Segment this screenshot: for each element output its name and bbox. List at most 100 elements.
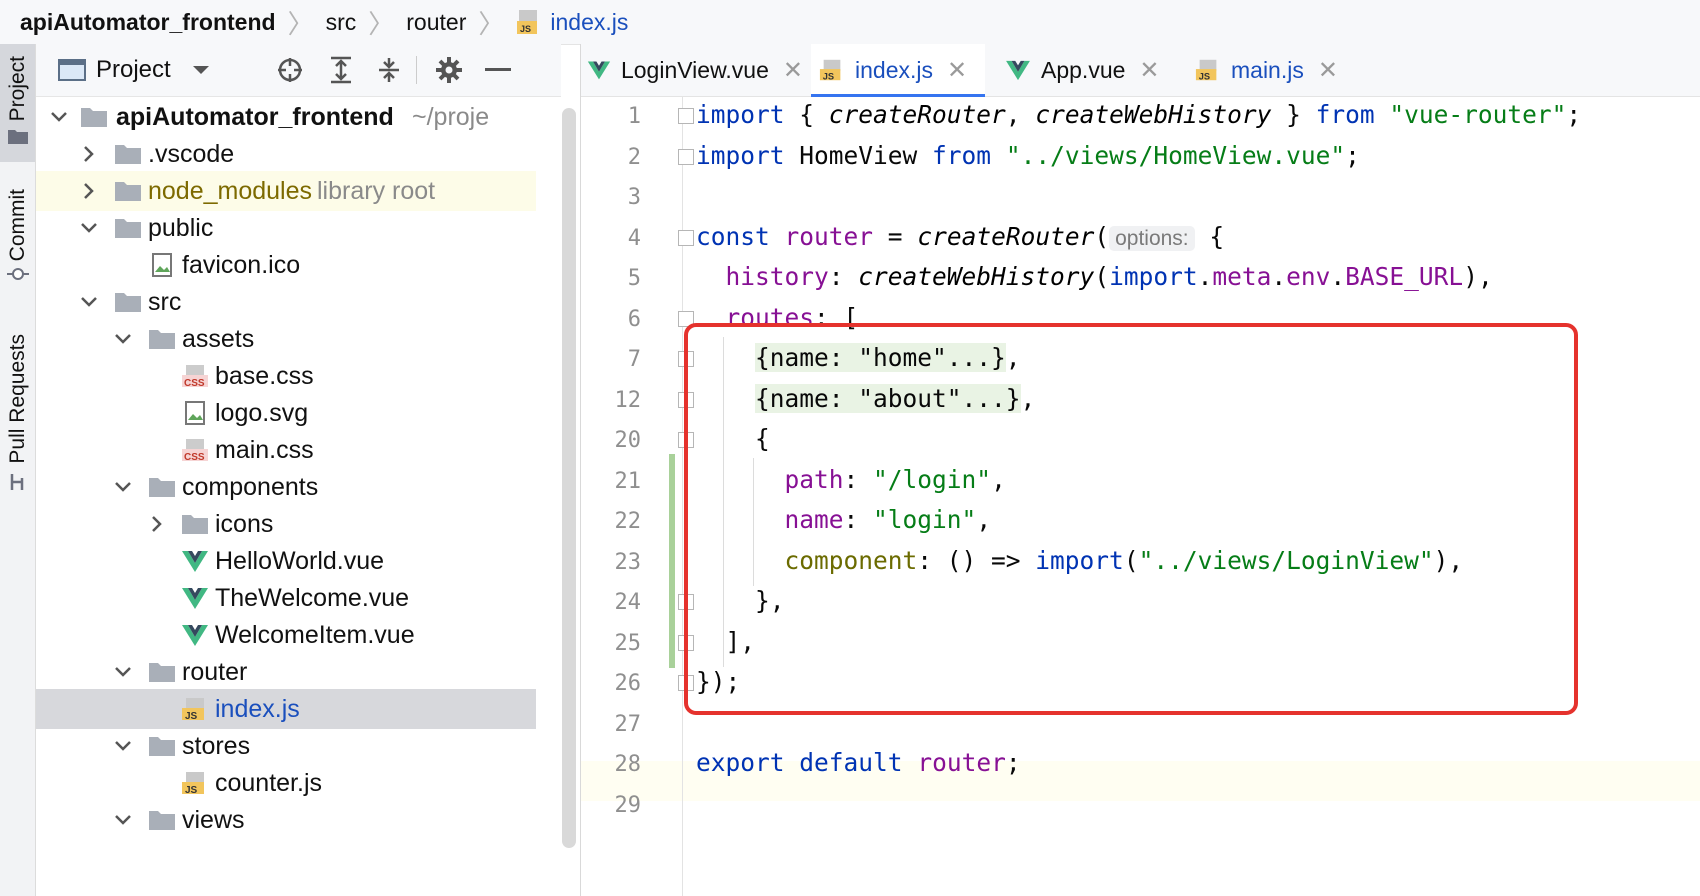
line-number: 22 [614, 509, 642, 534]
minimize-icon[interactable] [482, 54, 514, 86]
fold-marker-icon[interactable] [678, 230, 694, 246]
svg-text:JS: JS [185, 711, 198, 721]
breadcrumb-src[interactable]: src [325, 8, 357, 35]
svg-text:CSS: CSS [184, 378, 205, 388]
chevron-right-icon[interactable] [80, 145, 98, 163]
tree-item-components[interactable]: components [36, 467, 536, 507]
expand-all-icon[interactable] [325, 54, 357, 86]
code-line-4: const router = createRouter(options: { [696, 222, 1225, 251]
tree-item-assets[interactable]: assets [36, 319, 536, 359]
tab-project-tool[interactable]: Project [0, 44, 35, 162]
close-icon[interactable]: ✕ [946, 56, 968, 84]
tree-item-router[interactable]: router [36, 652, 536, 692]
breadcrumb-project[interactable]: apiAutomator_frontend [20, 8, 276, 35]
code-line-12-folded[interactable]: {name: "about"...}, [755, 384, 1036, 413]
current-line-highlight [581, 761, 1700, 801]
chevron-down-icon[interactable] [50, 108, 68, 126]
chevron-down-icon[interactable] [80, 219, 98, 237]
tree-item-main-css[interactable]: CSS main.css [36, 430, 536, 470]
code-line-20: { [696, 424, 770, 453]
line-number: 4 [627, 226, 641, 251]
tab-loginview[interactable]: LoginView.vue ✕ [581, 44, 803, 96]
line-number: 29 [614, 793, 642, 818]
close-icon[interactable]: ✕ [782, 56, 803, 84]
folder-icon [149, 737, 175, 756]
breadcrumb-file[interactable]: JS index.js [510, 9, 634, 36]
tree-item-views[interactable]: views [36, 800, 536, 840]
tree-item-src[interactable]: src [36, 282, 536, 322]
breadcrumb-router[interactable]: router [406, 8, 467, 35]
tab-index-js[interactable]: JS index.js ✕ [811, 44, 985, 97]
code-line-7-folded[interactable]: {name: "home"...}, [755, 343, 1021, 372]
pull-request-icon [10, 473, 23, 490]
tree-item-node-modules[interactable]: node_modules library root [36, 171, 536, 211]
tab-pull-requests-tool[interactable]: Pull Requests [0, 334, 35, 504]
folder-icon [7, 130, 28, 145]
chevron-right-icon[interactable] [80, 182, 98, 200]
tab-commit-tool[interactable]: Commit [0, 189, 35, 299]
tree-item-base-css[interactable]: CSS base.css [36, 356, 536, 396]
locate-file-icon[interactable] [274, 54, 306, 86]
collapse-all-icon[interactable] [373, 54, 405, 86]
vue-file-icon [587, 61, 611, 80]
fold-marker-icon[interactable] [678, 149, 694, 165]
tree-item-vscode[interactable]: .vscode [36, 134, 536, 174]
close-icon[interactable]: ✕ [1317, 56, 1338, 84]
chevron-down-icon[interactable] [114, 663, 132, 681]
line-number: 7 [627, 347, 641, 372]
line-number: 12 [614, 388, 642, 413]
chevron-down-icon[interactable] [114, 811, 132, 829]
code-line-22: name: "login", [784, 505, 992, 534]
tab-app-vue[interactable]: App.vue ✕ [1005, 44, 1170, 96]
tree-item-label: node_modules [148, 176, 313, 205]
close-icon[interactable]: ✕ [1139, 56, 1160, 84]
fold-marker-icon[interactable] [678, 108, 694, 124]
tree-item-welcomeitem[interactable]: WelcomeItem.vue [36, 615, 536, 655]
tree-item-counter-js[interactable]: JS counter.js [36, 763, 536, 803]
project-view-title[interactable]: Project [96, 56, 171, 83]
line-number: 28 [614, 752, 642, 777]
chevron-down-icon[interactable] [191, 63, 211, 77]
tab-main-js[interactable]: JS main.js ✕ [1189, 44, 1349, 96]
folder-icon [149, 811, 175, 830]
commit-icon [6, 268, 29, 281]
chevron-right-icon[interactable] [148, 515, 166, 533]
tree-item-root[interactable]: apiAutomator_frontend ~/proje [36, 97, 536, 137]
tree-item-icons[interactable]: icons [36, 504, 536, 544]
tree-item-label: stores [182, 731, 251, 760]
chevron-down-icon[interactable] [114, 737, 132, 755]
tree-item-label: router [182, 657, 248, 686]
image-file-icon [185, 401, 205, 425]
code-line-26: }); [696, 667, 741, 696]
commit-tool-label: Commit [5, 189, 29, 262]
tree-item-thewelcome[interactable]: TheWelcome.vue [36, 578, 536, 618]
chevron-down-icon[interactable] [114, 330, 132, 348]
line-number: 1 [627, 104, 641, 129]
breadcrumb-file-label: index.js [550, 8, 629, 35]
tree-item-label: .vscode [148, 139, 235, 168]
folder-icon [182, 515, 208, 534]
line-number: 6 [627, 307, 641, 332]
tree-item-helloworld[interactable]: HelloWorld.vue [36, 541, 536, 581]
gear-icon[interactable] [433, 54, 465, 86]
tab-label: LoginView.vue [620, 56, 769, 83]
tree-item-public[interactable]: public [36, 208, 536, 248]
line-number: 3 [627, 185, 641, 210]
tree-item-index-js[interactable]: JS index.js [36, 689, 536, 729]
chevron-down-icon[interactable] [80, 293, 98, 311]
code-line-23: component: () => import("../views/LoginV… [784, 546, 1464, 575]
code-editor[interactable]: 1 2 3 4 5 6 7 12 20 21 22 23 24 25 26 27… [581, 97, 1700, 896]
tree-item-favicon[interactable]: favicon.ico [36, 245, 536, 285]
vue-file-icon [182, 588, 208, 609]
chevron-down-icon[interactable] [114, 478, 132, 496]
vue-file-icon [182, 551, 208, 572]
tree-item-label: index.js [215, 694, 300, 723]
tree-item-logo-svg[interactable]: logo.svg [36, 393, 536, 433]
panel-divider[interactable] [580, 44, 581, 896]
tree-scrollbar[interactable] [562, 108, 576, 848]
tree-item-label: src [148, 287, 182, 316]
chevron-right-icon: 〉 [287, 8, 314, 39]
tree-item-label: public [148, 213, 214, 242]
library-root-note: library root [317, 176, 436, 205]
tree-item-stores[interactable]: stores [36, 726, 536, 766]
